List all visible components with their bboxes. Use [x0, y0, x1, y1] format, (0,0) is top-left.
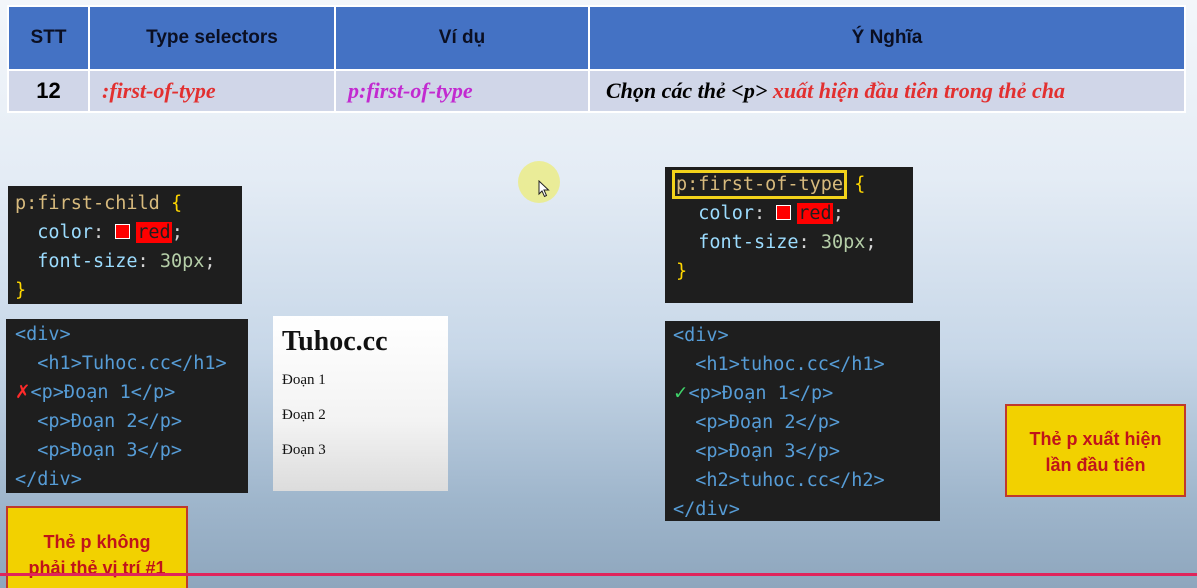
preview-paragraph: Đoạn 1: [282, 372, 326, 388]
row-selector: :first-of-type: [88, 69, 336, 113]
left-css-open-brace: {: [170, 193, 183, 214]
row-meaning: Chọn các thẻ <p> xuất hiện đầu tiên tron…: [588, 69, 1186, 113]
header-stt: STT: [7, 5, 90, 71]
color-swatch-icon: [115, 224, 131, 239]
right-css-value-color: red: [797, 203, 833, 224]
mouse-pointer-icon: [538, 180, 550, 198]
header-type-selectors: Type selectors: [88, 5, 336, 71]
check-mark-icon: ✓: [673, 383, 689, 404]
left-html-code: <div> <h1>Tuhoc.cc</h1> ✗<p>Đoạn 1</p> <…: [6, 319, 248, 493]
cross-mark-icon: ✗: [15, 382, 31, 403]
note-right-line1: Thẻ p xuất hiện: [1029, 429, 1162, 449]
right-css-selector: p:first-of-type: [671, 170, 848, 199]
note-right: Thẻ p xuất hiện lần đầu tiên: [1005, 404, 1186, 497]
row-stt: 12: [7, 69, 90, 113]
meaning-part1: Chọn các thẻ <p>: [606, 78, 768, 103]
left-css-prop-font-size: font-size: [37, 251, 138, 272]
right-html-line: <h2>tuhoc.cc</h2>: [695, 470, 885, 491]
left-css-selector: p:first-child: [15, 193, 160, 214]
left-html-line: <p>Đoạn 1</p>: [30, 382, 176, 403]
left-html-line: <div>: [15, 324, 71, 345]
table-header-row: STT Type selectors Ví dụ Ý Nghĩa: [7, 5, 1186, 71]
right-html-line: <p>Đoạn 2</p>: [695, 412, 841, 433]
left-css-value-color: red: [136, 222, 172, 243]
selector-table: STT Type selectors Ví dụ Ý Nghĩa 12 :fir…: [7, 5, 1186, 113]
meaning-part2: xuất hiện đầu tiên trong thẻ cha: [767, 78, 1066, 103]
right-html-code: <div> <h1>tuhoc.cc</h1> ✓<p>Đoạn 1</p> <…: [665, 321, 940, 521]
preview-heading: Tuhoc.cc: [282, 326, 388, 357]
render-preview: Tuhoc.cc Đoạn 1 Đoạn 2 Đoạn 3: [273, 316, 448, 491]
header-meaning: Ý Nghĩa: [588, 5, 1186, 71]
left-css-value-font-size: 30px: [159, 251, 205, 272]
preview-paragraph: Đoạn 2: [282, 407, 326, 423]
left-css-close-brace: }: [15, 280, 27, 301]
right-html-line: </div>: [673, 499, 740, 520]
left-html-line: </div>: [15, 469, 82, 490]
left-html-line: <p>Đoạn 3</p>: [37, 440, 183, 461]
left-html-line: <h1>Tuhoc.cc</h1>: [37, 353, 227, 374]
right-css-open-brace: {: [854, 174, 866, 195]
right-css-close-brace: }: [676, 261, 688, 282]
color-swatch-icon: [776, 205, 792, 220]
right-html-line: <p>Đoạn 1</p>: [688, 383, 834, 404]
note-right-line2: lần đầu tiên: [1045, 455, 1146, 475]
right-css-code: p:first-of-type { color: red; font-size:…: [665, 167, 913, 303]
note-left-line2: phải thẻ vị trí #1: [28, 558, 166, 578]
left-css-prop-color: color: [37, 222, 93, 243]
right-html-line: <p>Đoạn 3</p>: [695, 441, 841, 462]
row-example: p:first-of-type: [334, 69, 590, 113]
right-html-line: <h1>tuhoc.cc</h1>: [695, 354, 885, 375]
header-example: Ví dụ: [334, 5, 590, 71]
left-html-line: <p>Đoạn 2</p>: [37, 411, 183, 432]
right-css-value-font-size: 30px: [820, 232, 866, 253]
left-css-code: p:first-child { color: red; font-size: 3…: [8, 186, 242, 304]
table-row: 12 :first-of-type p:first-of-type Chọn c…: [7, 69, 1186, 113]
divider-line: [0, 573, 1197, 576]
right-html-line: <div>: [673, 325, 729, 346]
note-left-line1: Thẻ p không: [43, 532, 151, 552]
right-css-prop-color: color: [698, 203, 754, 224]
preview-paragraph: Đoạn 3: [282, 442, 326, 458]
right-css-prop-font-size: font-size: [698, 232, 799, 253]
